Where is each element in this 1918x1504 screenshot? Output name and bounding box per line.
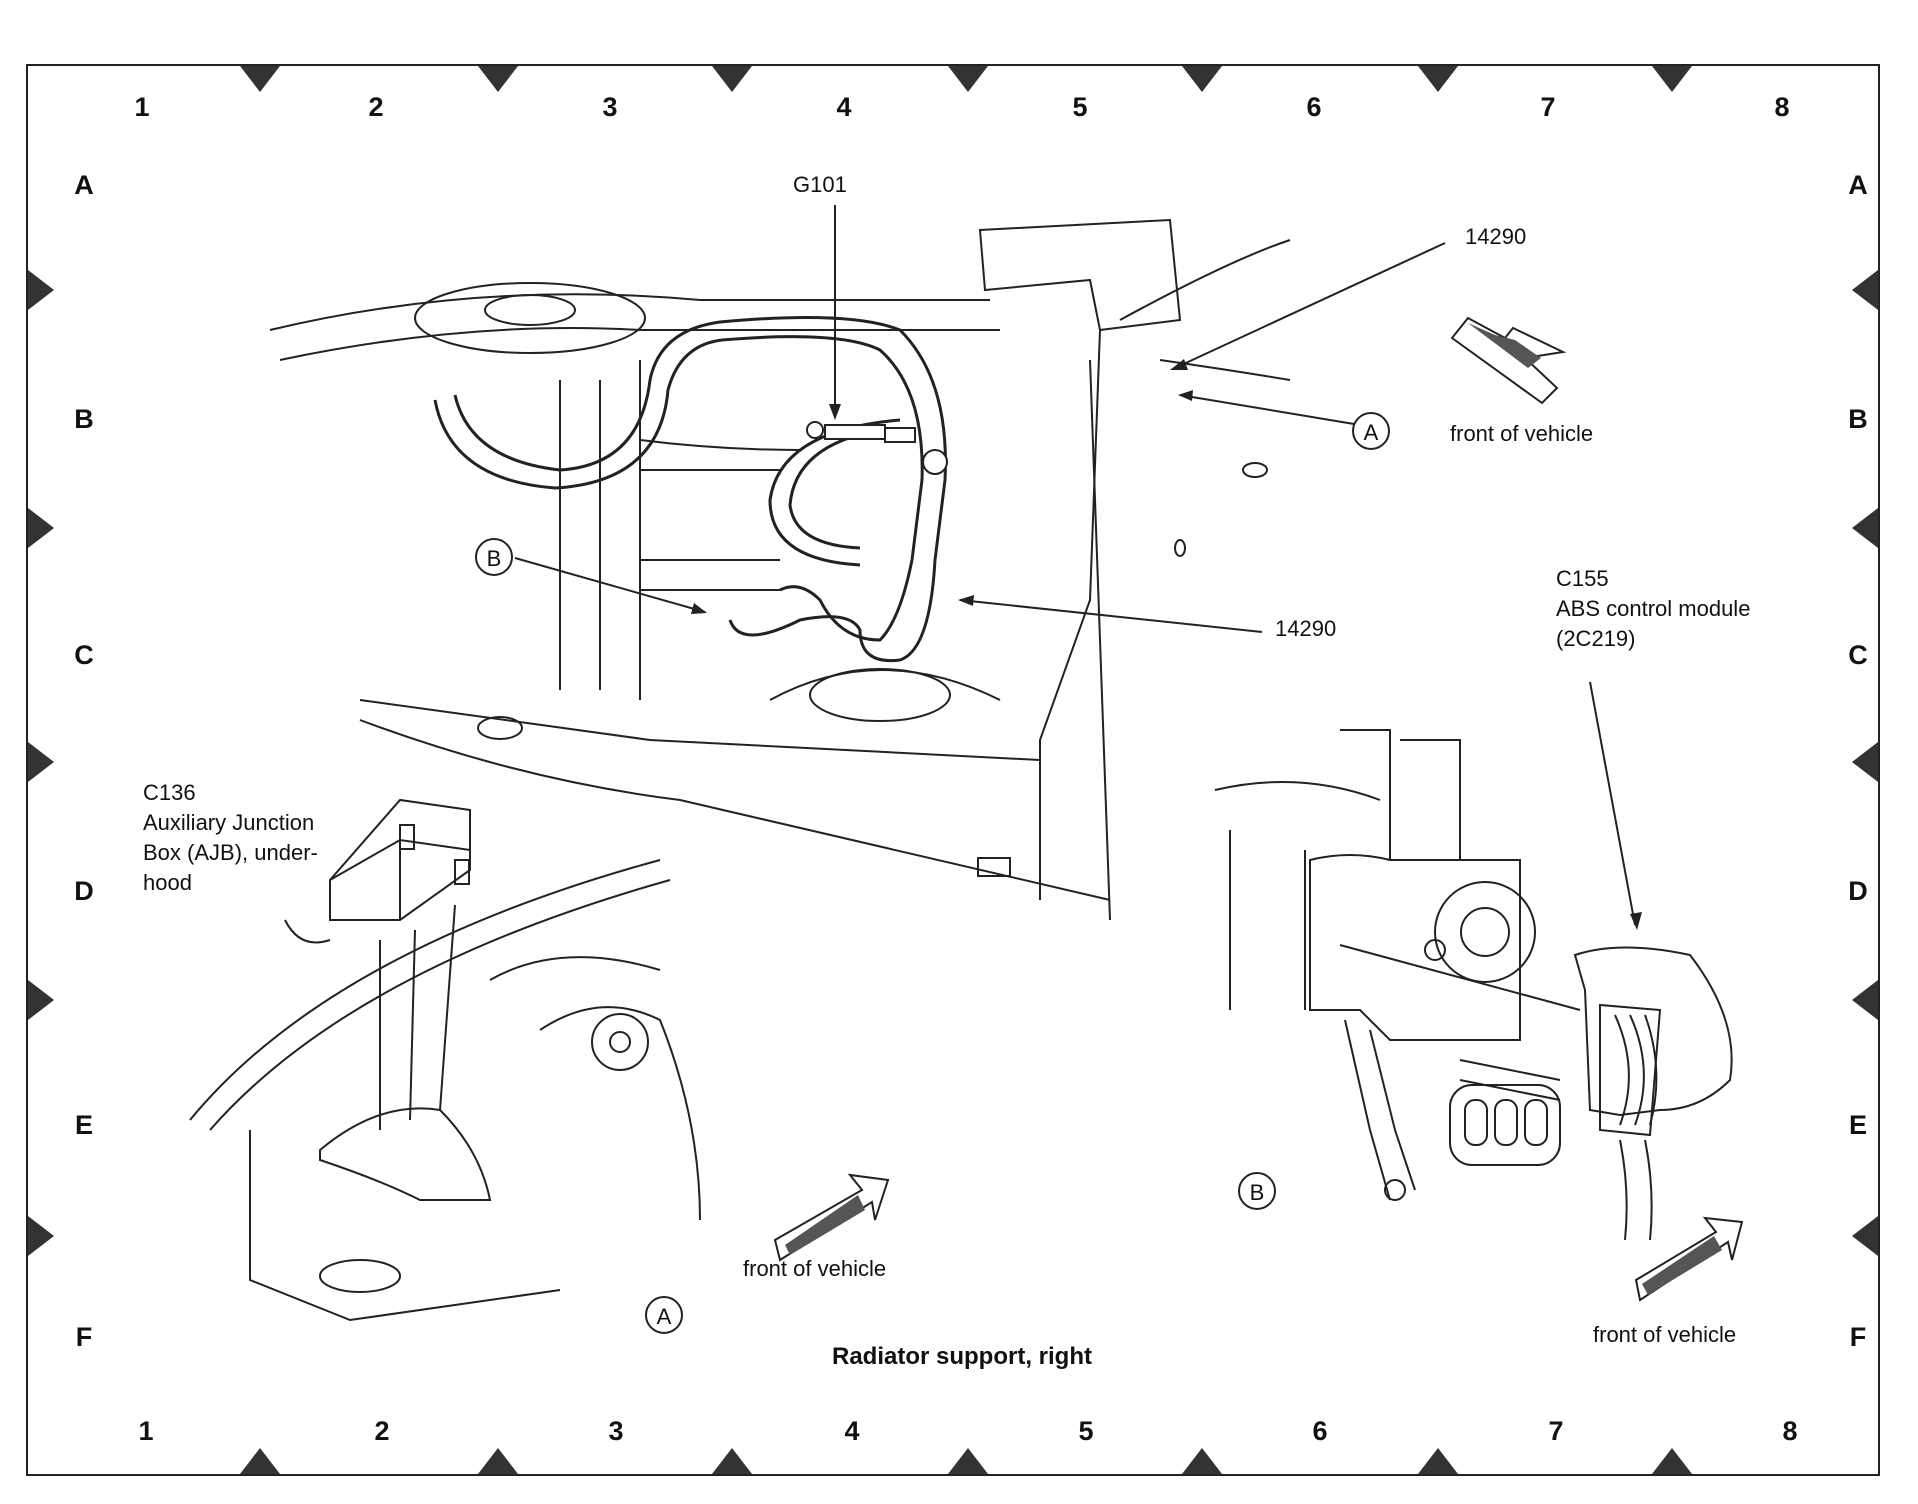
label-c136-line2: Box (AJB), under- <box>143 840 318 865</box>
label-front-of-vehicle-main: front of vehicle <box>1450 421 1594 446</box>
grid-col-8-top: 8 <box>1774 92 1790 122</box>
detail-b-abs-view <box>1214 729 1733 1241</box>
front-of-vehicle-arrow-a <box>773 1173 890 1262</box>
grid-row-c-left: C <box>74 640 94 670</box>
label-14290-top: 14290 <box>1465 224 1527 249</box>
grid-row-b-left: B <box>74 404 94 434</box>
leader-lines-main <box>514 205 1446 633</box>
grid-row-e-left: E <box>74 1110 93 1140</box>
grid-col-6-top: 6 <box>1306 92 1322 122</box>
grid-col-8-bottom: 8 <box>1782 1416 1798 1446</box>
label-g101: G101 <box>793 172 847 197</box>
wiring-harness-14290 <box>433 316 947 663</box>
label-c136-line3: hood <box>143 870 192 895</box>
grid-col-4-top: 4 <box>836 92 852 122</box>
grid-row-a-right: A <box>1848 170 1868 200</box>
grid-col-2-top: 2 <box>368 92 384 122</box>
grid-row-f-right: F <box>1849 1322 1867 1352</box>
grid-row-e-right: E <box>1848 1110 1867 1140</box>
arrowheads-detail <box>1630 912 1642 930</box>
grid-col-6-bottom: 6 <box>1312 1416 1328 1446</box>
front-of-vehicle-arrow-b <box>1634 1216 1744 1302</box>
grid-col-4-bottom: 4 <box>844 1416 860 1446</box>
callout-a-detail: A <box>645 1296 683 1334</box>
grid-row-b-right: B <box>1848 404 1868 434</box>
grid-row-a-left: A <box>74 170 94 200</box>
label-c136-line1: Auxiliary Junction <box>143 810 315 835</box>
front-of-vehicle-arrow-main <box>1450 316 1567 405</box>
diagram-frame <box>26 64 1880 1476</box>
grid-col-5-bottom: 5 <box>1078 1416 1094 1446</box>
arrowheads-main <box>691 359 1193 614</box>
label-c136-id: C136 <box>143 780 196 805</box>
diagram-title: Radiator support, right <box>832 1343 1092 1370</box>
label-c155-line1: ABS control module <box>1556 596 1751 621</box>
g101-ground-stud <box>806 421 948 475</box>
grid-col-7-top: 7 <box>1540 92 1556 122</box>
grid-col-3-top: 3 <box>602 92 618 122</box>
label-c155-id: C155 <box>1556 566 1609 591</box>
main-radiator-support-view <box>269 218 1291 921</box>
grid-row-f-left: F <box>75 1322 93 1352</box>
callout-b-detail: B <box>1238 1172 1276 1210</box>
grid-col-3-bottom: 3 <box>608 1416 624 1446</box>
grid-col-7-bottom: 7 <box>1548 1416 1564 1446</box>
grid-row-c-right: C <box>1848 640 1868 670</box>
label-c155-line2: (2C219) <box>1556 626 1636 651</box>
detail-a-ajb-view <box>189 798 701 1322</box>
grid-col-2-bottom: 2 <box>374 1416 390 1446</box>
grid-col-5-top: 5 <box>1072 92 1088 122</box>
leader-lines-detail <box>1589 681 1636 926</box>
grid-col-1-bottom: 1 <box>138 1416 154 1446</box>
grid-row-d-left: D <box>74 876 94 906</box>
label-14290-mid: 14290 <box>1275 616 1337 641</box>
grid-row-d-right: D <box>1848 876 1868 906</box>
label-front-of-vehicle-a: front of vehicle <box>743 1256 887 1281</box>
grid-col-1-top: 1 <box>134 92 150 122</box>
border-ticks <box>28 66 1878 1474</box>
callout-b-main: B <box>475 538 513 576</box>
label-front-of-vehicle-b: front of vehicle <box>1593 1322 1737 1347</box>
callout-a-main: A <box>1352 412 1390 450</box>
